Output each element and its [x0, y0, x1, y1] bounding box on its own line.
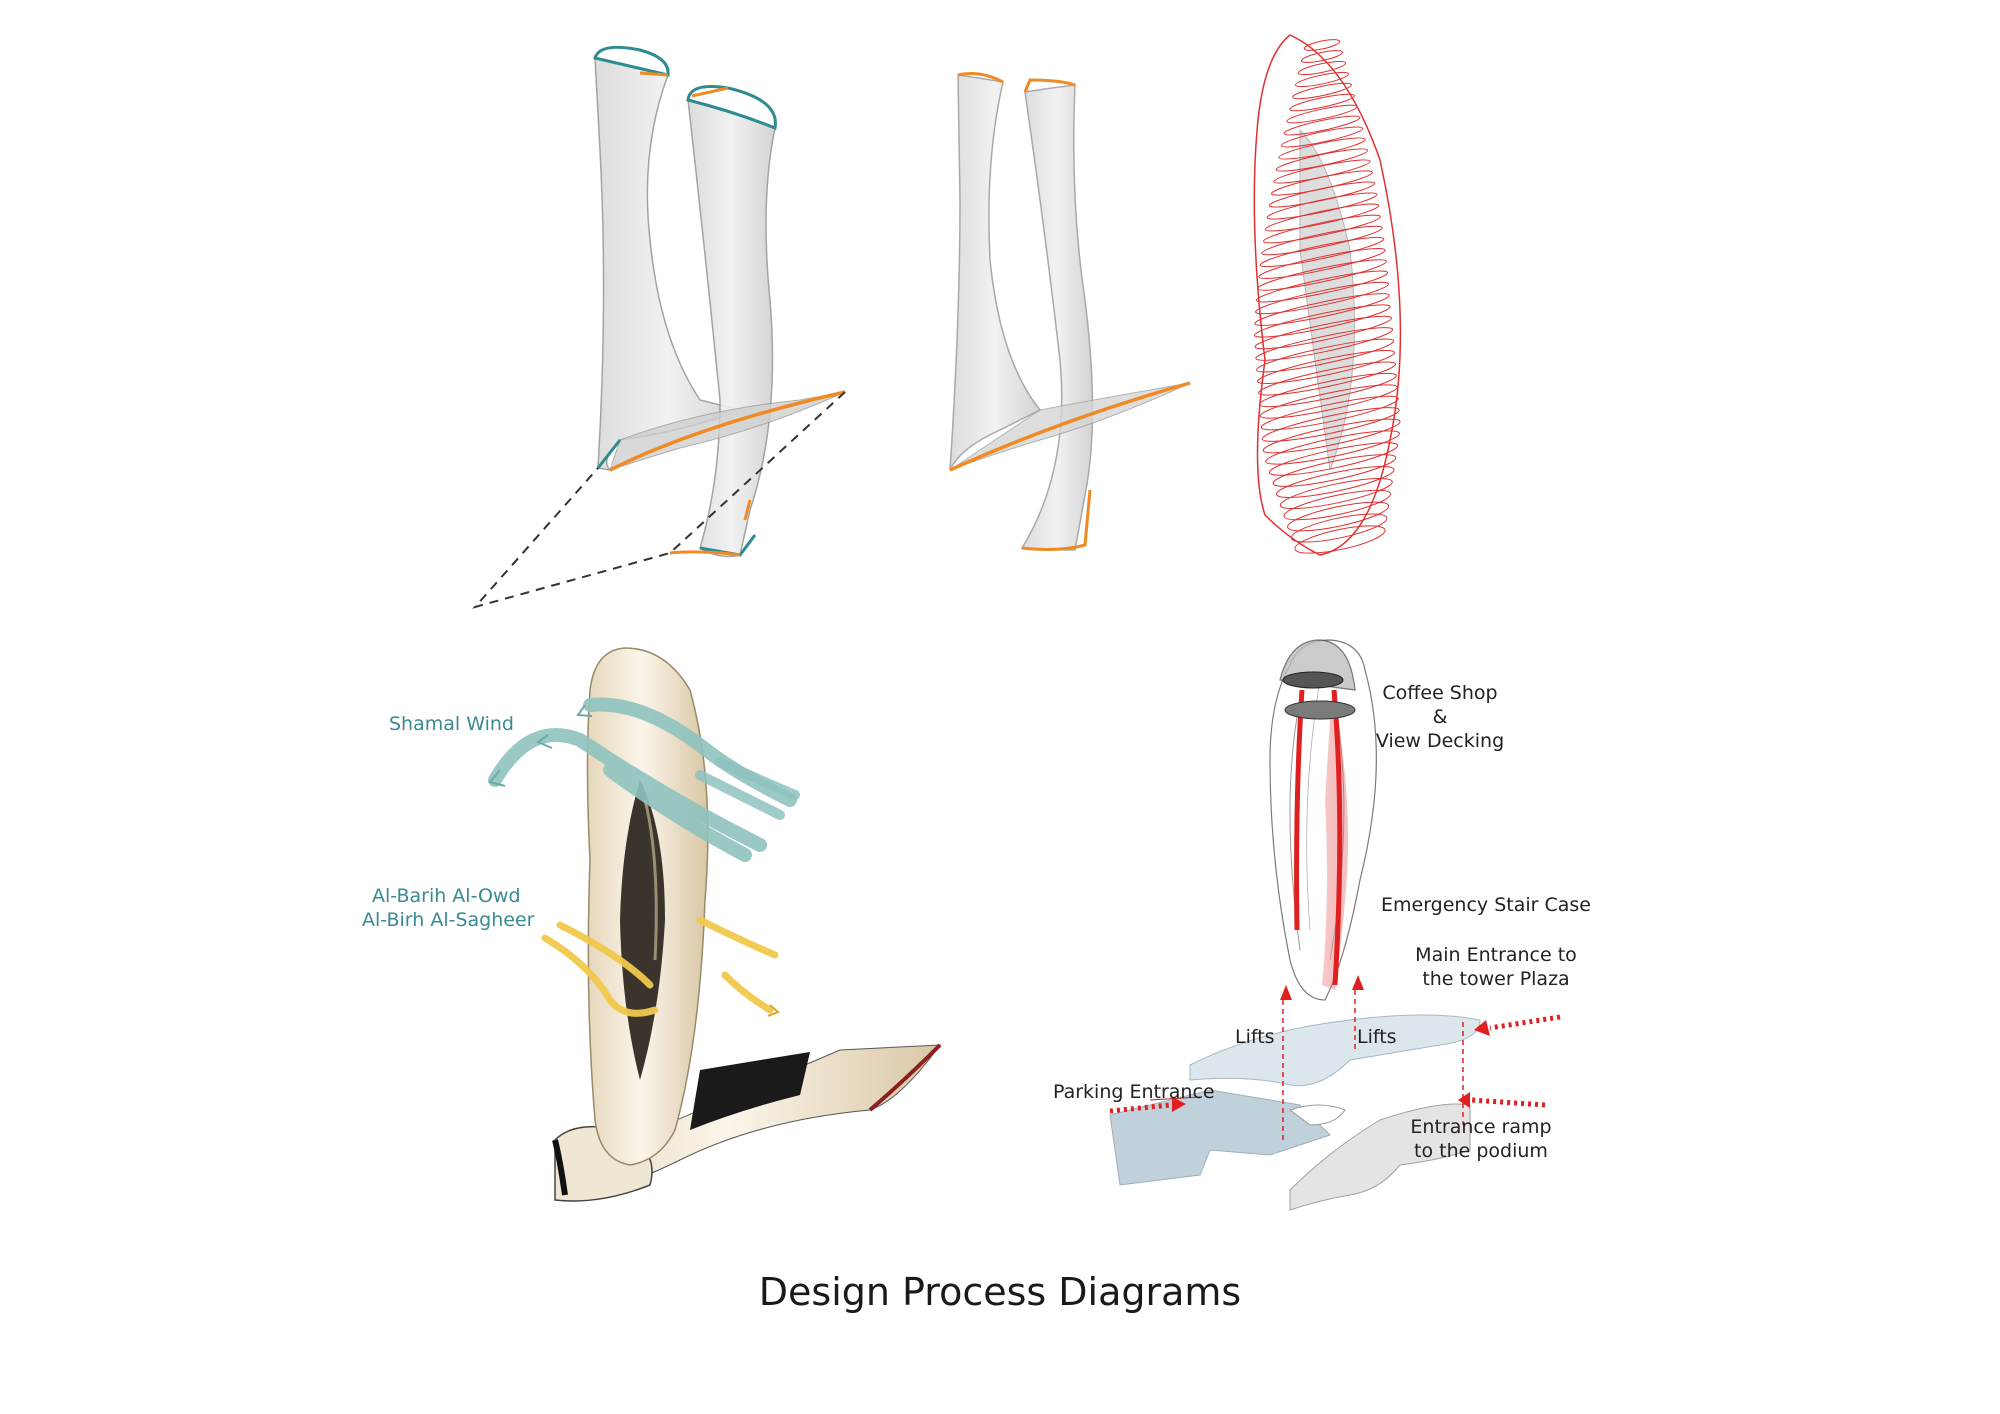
floor-contour [1264, 203, 1380, 232]
floor-contour [1261, 225, 1383, 256]
floor-contour [1261, 407, 1400, 442]
coffee-shop-label-line3: View Decking [1375, 730, 1505, 752]
floor-contour [1300, 50, 1344, 63]
floor-contour [1257, 259, 1387, 291]
lifts-label-right: Lifts [1357, 1026, 1397, 1048]
floor-contour [1266, 192, 1378, 220]
floor-contour [1278, 137, 1366, 160]
top-loop-left [593, 45, 670, 77]
floor-contour [1286, 104, 1358, 124]
floor-contour [1279, 477, 1393, 510]
entrance-ramp-label-line2: to the podium [1414, 1140, 1548, 1162]
floor-contour [1255, 327, 1394, 361]
envelope-outline [1253, 34, 1402, 556]
local-wind-label-line2: Al-Birh Al-Sagheer [362, 909, 535, 931]
tower-wireframe [1269, 639, 1377, 1001]
floor-contour [1259, 236, 1385, 268]
floor-contour [1262, 418, 1401, 454]
ramp-plate [1289, 1103, 1471, 1211]
floor-contour [1276, 466, 1395, 498]
floor-contour [1256, 338, 1395, 373]
floor-contour [1255, 270, 1389, 303]
local-wind-label-line1: Al-Barih Al-Owd [372, 885, 521, 907]
floor-contour [1255, 281, 1389, 315]
footprint-dashed [472, 391, 846, 609]
page-title: Design Process Diagrams [758, 1270, 1242, 1314]
diagram-massing-profiles [472, 45, 846, 609]
floor-contour [1254, 293, 1390, 326]
floor-contour [1283, 489, 1391, 521]
floor-contour [1289, 93, 1355, 112]
base-edge-orange [609, 390, 846, 472]
lifts-label-left: Lifts [1235, 1026, 1275, 1048]
floor-contour [1294, 71, 1350, 88]
blade-right [687, 99, 776, 558]
diagram-floor-plates [1253, 34, 1402, 556]
inner-core [1299, 128, 1355, 472]
coffee-shop-label-line1: Coffee Shop [1382, 682, 1498, 704]
diagram-program [1109, 639, 1561, 1211]
floor-contour [1292, 82, 1352, 100]
plaza-plate [1189, 1014, 1481, 1087]
local-wind-arrows [541, 916, 779, 1017]
floor-contour [1297, 60, 1347, 76]
floor-contour [1258, 372, 1397, 408]
floor-contour [1303, 39, 1341, 51]
base-wing [609, 391, 846, 471]
floor-contour [1280, 126, 1364, 148]
top-loop-right [686, 85, 777, 131]
floor-contour [1262, 214, 1382, 244]
floor-contour [1258, 361, 1396, 396]
floor-contour [1259, 384, 1398, 419]
ramp-entrance-arrow [1471, 1097, 1546, 1108]
floor-contour [1265, 430, 1400, 465]
blade2-right [1020, 84, 1094, 551]
floor-contour [1268, 442, 1399, 476]
main-entrance-arrow [1489, 1014, 1561, 1031]
floor-contour [1268, 181, 1376, 208]
floor-contour [1254, 315, 1392, 350]
emergency-stair-label: Emergency Stair Case [1381, 894, 1591, 916]
lift-lines [1282, 990, 1464, 1143]
entrance-ramp-label-line1: Entrance ramp [1410, 1116, 1552, 1138]
coffee-shop-label-line2: & [1432, 706, 1448, 728]
stair-shaft [1322, 690, 1349, 990]
contour-lines [1253, 39, 1401, 554]
floor-contour [1272, 454, 1397, 487]
floor-contour [1283, 115, 1361, 136]
floor-contour [1258, 248, 1386, 279]
floor-contour [1290, 513, 1388, 543]
diagram-blade-refinement [949, 72, 1191, 551]
main-entrance-label-line2: the tower Plaza [1422, 968, 1570, 990]
parking-plate [1109, 1089, 1331, 1186]
parking-entrance-label: Parking Entrance [1053, 1081, 1215, 1103]
main-entrance-label-line1: Main Entrance to [1415, 944, 1577, 966]
parking-entrance-arrow [1109, 1102, 1171, 1114]
floor-contour [1287, 501, 1390, 532]
floor-contour [1260, 395, 1399, 431]
diagram-wind-analysis [488, 647, 942, 1202]
shamal-wind-label: Shamal Wind [389, 713, 514, 735]
floor-contour [1294, 525, 1386, 554]
floor-contour [1257, 350, 1395, 384]
blade2-left [949, 74, 1042, 471]
floor-contour [1253, 304, 1391, 338]
